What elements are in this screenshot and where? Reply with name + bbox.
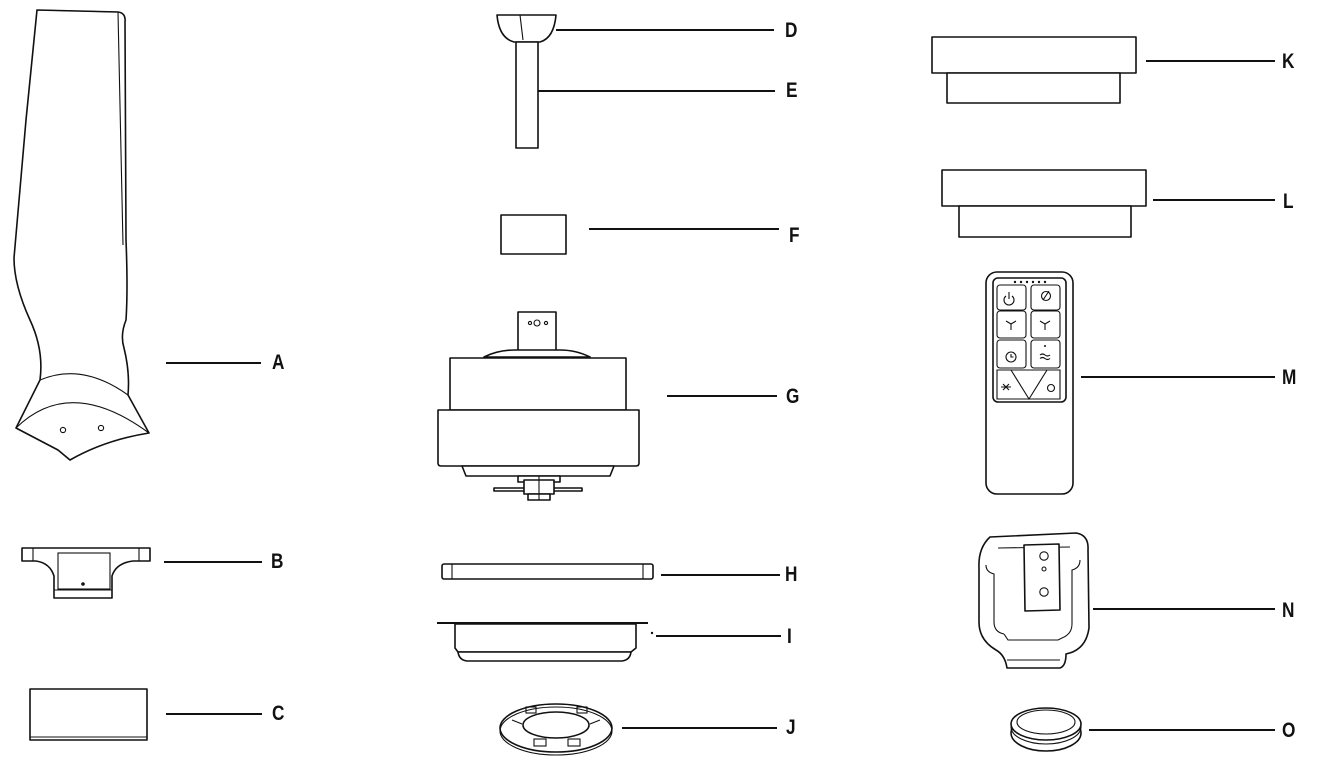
part-label-E: E — [786, 79, 798, 102]
mounting-ring-icon — [499, 703, 613, 756]
part-label-B: B — [271, 550, 284, 573]
part-label-J: J — [786, 716, 796, 739]
part-label-N: N — [1282, 599, 1295, 622]
part-label-C: C — [272, 702, 285, 725]
canopy-icon — [931, 36, 1137, 104]
ball-hanger-icon — [496, 14, 557, 43]
coupler-cover-icon — [500, 214, 567, 255]
blade-bracket-icon — [21, 547, 151, 599]
remote-holder-icon — [978, 532, 1090, 669]
light-kit-icon — [437, 622, 654, 662]
part-label-K: K — [1282, 50, 1295, 73]
canopy-icon — [941, 169, 1147, 238]
part-label-M: M — [1282, 366, 1297, 389]
part-label-L: L — [1283, 190, 1294, 213]
box-icon — [29, 688, 148, 741]
motor-housing-icon — [437, 311, 640, 501]
part-label-O: O — [1282, 719, 1296, 742]
part-label-G: G — [786, 385, 800, 408]
part-label-D: D — [785, 19, 798, 42]
part-label-A: A — [272, 351, 285, 374]
fan-blade-icon — [13, 9, 150, 461]
part-label-H: H — [785, 563, 798, 586]
switch-housing-plate-icon — [441, 563, 654, 580]
part-label-I: I — [787, 625, 792, 648]
downrod-icon — [515, 41, 539, 149]
part-label-F: F — [789, 224, 800, 247]
remote-control-icon — [985, 271, 1074, 495]
battery-icon — [1010, 707, 1082, 752]
